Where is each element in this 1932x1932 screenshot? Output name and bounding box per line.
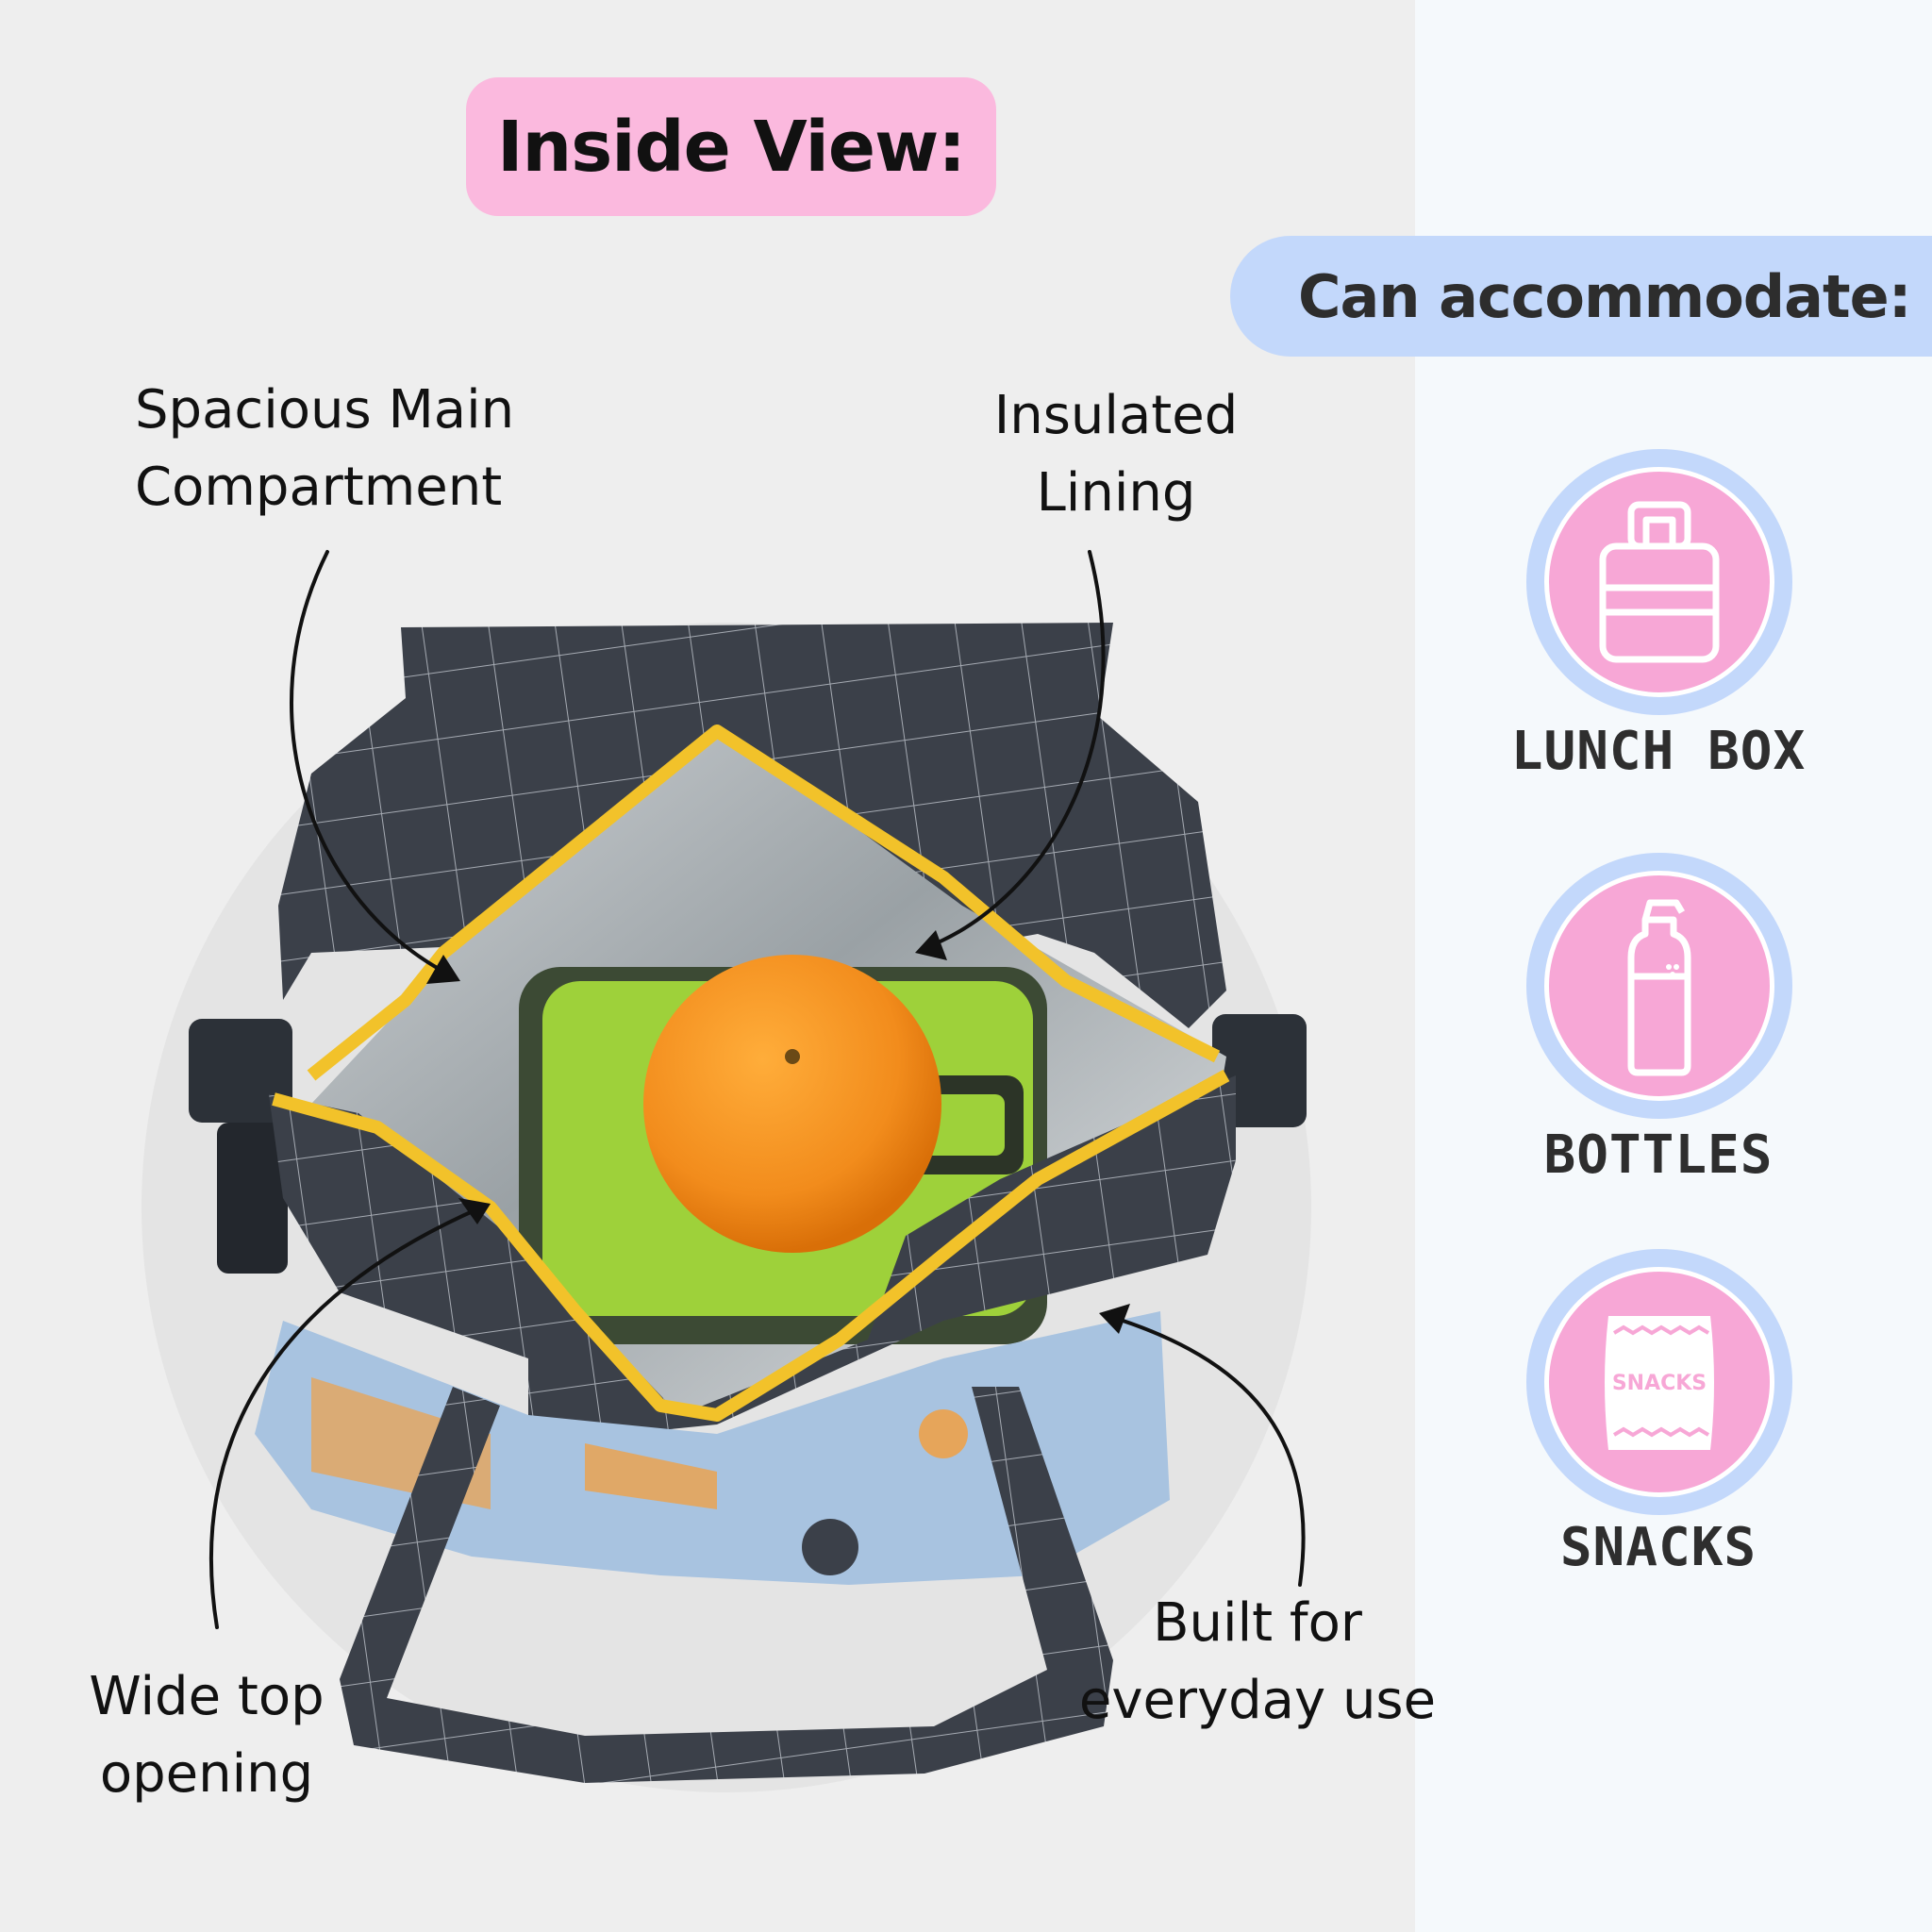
lunch-box-badge — [1526, 449, 1792, 715]
zipper-top — [307, 724, 1221, 1081]
inside-view-title: Inside View: — [466, 77, 996, 216]
callout-line: Compartment — [135, 457, 503, 518]
zipper-bottom — [272, 1069, 1230, 1422]
bottles-badge — [1526, 853, 1792, 1119]
callout-everyday-use: Built for everyday use — [1066, 1585, 1449, 1740]
arrow-heads — [426, 930, 1130, 1334]
snacks-badge: SNACKS — [1526, 1249, 1792, 1515]
snacks-label: SNACKS — [1559, 1517, 1757, 1578]
bag-front-panel — [269, 1075, 1236, 1443]
callout-line: Wide top — [89, 1666, 325, 1727]
snacks-bag-icon: SNACKS — [1605, 1316, 1714, 1450]
callout-line: Built for — [1153, 1592, 1362, 1654]
title-text: Inside View: — [496, 106, 966, 188]
bag-handle — [340, 1387, 1113, 1783]
callout-wide-opening: Wide top opening — [79, 1658, 334, 1813]
callout-line: Insulated — [993, 385, 1239, 446]
orange — [643, 955, 941, 1253]
front-pockets — [255, 1311, 1170, 1585]
lunch-box-label: LUNCH BOX — [1510, 721, 1807, 782]
callout-line: opening — [99, 1743, 314, 1805]
callout-arrows — [209, 550, 1306, 1629]
bottle-icon — [1627, 899, 1691, 1076]
callout-line: Spacious Main — [135, 379, 515, 441]
callout-spacious-compartment: Spacious Main Compartment — [135, 372, 514, 526]
lunch-box-icon — [1599, 501, 1720, 663]
callout-line: everyday use — [1078, 1670, 1437, 1731]
bottles-label: BOTTLES — [1543, 1124, 1774, 1186]
bag-illustration — [189, 550, 1307, 1783]
callout-line: Lining — [1036, 462, 1196, 524]
accommodate-heading: Can accommodate: — [1230, 236, 1932, 357]
snacks-icon-text: SNACKS — [1612, 1372, 1707, 1395]
callout-insulated-lining: Insulated Lining — [981, 377, 1251, 532]
accommodate-text: Can accommodate: — [1298, 261, 1912, 331]
side-strap-left — [189, 1019, 292, 1123]
